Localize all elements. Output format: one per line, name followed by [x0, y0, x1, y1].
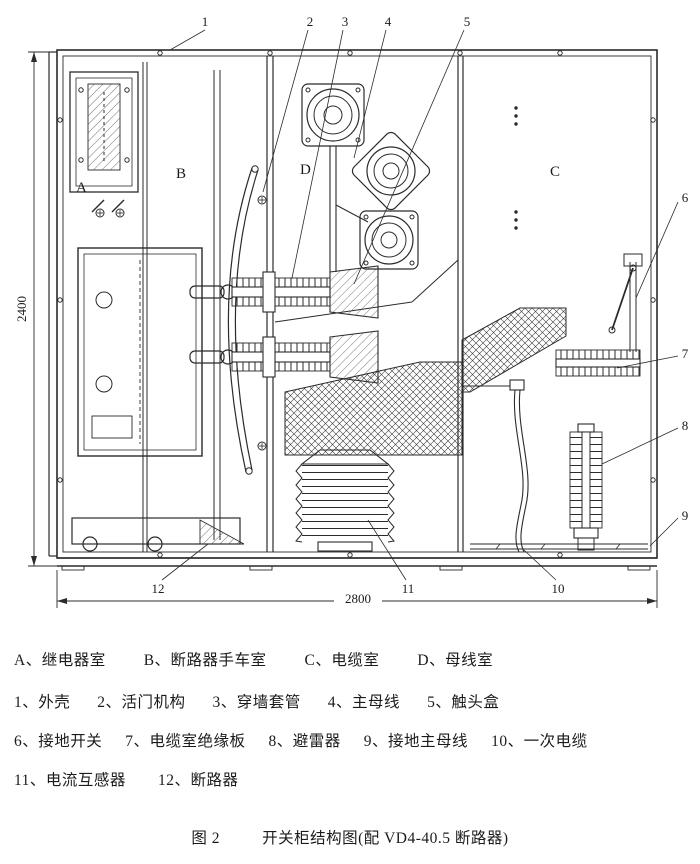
callout-10: 10: [552, 581, 565, 596]
contact-box-upper: [329, 265, 379, 319]
legend-item: 6、接地开关: [14, 733, 103, 750]
relay-compartment-panel: [69, 71, 139, 218]
legend-item: 8、避雷器: [268, 733, 341, 750]
legend-item: 12、断路器: [157, 772, 239, 789]
legend-item: 4、主母线: [327, 694, 401, 711]
compartment-letters: A B D C: [76, 162, 560, 196]
diagram-canvas: 2400 2800 A B D C: [14, 14, 689, 608]
main-busbar-bushings: [301, 83, 431, 272]
circuit-breaker-truck: [71, 70, 245, 552]
wall-bushings: [231, 265, 379, 384]
figure-caption-title: 开关柜结构图(配 VD4-40.5 断路器): [262, 830, 509, 847]
cabinet-frame: [48, 49, 658, 571]
legend-item: 3、穿墙套管: [212, 694, 301, 711]
current-transformer: [295, 449, 395, 552]
legend: A、继电器室 B、断路器手车室 C、电缆室 D、母线室 1、外壳 2、活门机构 …: [14, 648, 686, 790]
legend-item: 2、活门机构: [97, 694, 186, 711]
dimension-height: 2400: [14, 51, 57, 567]
earthing-main-busbar: [470, 543, 648, 550]
legend-row-parts-3: 11、电流互感器 12、断路器: [14, 768, 686, 790]
legend-item: A、继电器室: [14, 652, 106, 669]
legend-item: B、断路器手车室: [143, 652, 267, 669]
callout-9: 9: [682, 508, 689, 523]
figure-caption-label: 图 2: [191, 830, 221, 847]
callout-6: 6: [682, 190, 689, 205]
dimension-width: 2800: [56, 570, 658, 608]
legend-item: 7、电缆室绝缘板: [125, 733, 246, 750]
legend-row-compartments: A、继电器室 B、断路器手车室 C、电缆室 D、母线室: [14, 648, 686, 670]
legend-item: 1、外壳: [14, 694, 71, 711]
compartment-c-label: C: [550, 164, 560, 180]
callout-11: 11: [402, 581, 415, 596]
legend-item: C、电缆室: [304, 652, 380, 669]
callout-5: 5: [464, 14, 471, 29]
callout-7: 7: [682, 346, 689, 361]
callouts: 1 2 3 4 5 6 7 8 9 10 11 12: [152, 14, 689, 596]
figure-caption: 图 2 开关柜结构图(配 VD4-40.5 断路器): [0, 826, 700, 848]
cable-room-insulation-plates: [284, 307, 567, 456]
surge-arrester: [569, 423, 603, 551]
dim-width-label: 2800: [345, 591, 371, 606]
legend-row-parts-2: 6、接地开关 7、电缆室绝缘板 8、避雷器 9、接地主母线 10、一次电缆: [14, 729, 686, 751]
shutter-mechanism: [227, 165, 267, 475]
legend-item: D、母线室: [417, 652, 494, 669]
compartment-a-label: A: [76, 180, 87, 196]
legend-item: 5、触头盒: [427, 694, 500, 711]
callout-8: 8: [682, 418, 689, 433]
legend-row-parts-1: 1、外壳 2、活门机构 3、穿墙套管 4、主母线 5、触头盒: [14, 690, 686, 712]
callout-4: 4: [385, 14, 392, 29]
callout-1: 1: [202, 14, 209, 29]
dim-height-label: 2400: [14, 296, 29, 322]
callout-2: 2: [307, 14, 314, 29]
callout-3: 3: [342, 14, 349, 29]
legend-item: 11、电流互感器: [14, 772, 126, 789]
compartment-d-label: D: [300, 162, 311, 178]
legend-item: 9、接地主母线: [363, 733, 469, 750]
callout-12: 12: [152, 581, 165, 596]
switchgear-structure-diagram: 2400 2800 A B D C: [14, 14, 689, 608]
compartment-b-label: B: [176, 166, 186, 182]
earthing-switch: [555, 253, 643, 377]
primary-cable: [509, 379, 529, 553]
legend-item: 10、一次电缆: [491, 733, 588, 750]
